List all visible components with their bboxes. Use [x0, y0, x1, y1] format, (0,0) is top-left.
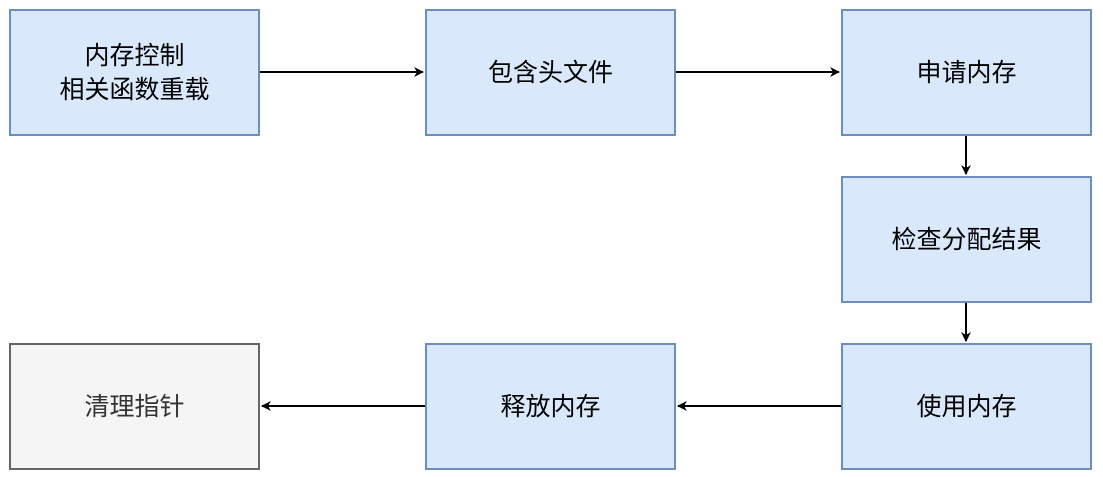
node-use-memory-label: 使用内存	[916, 391, 1017, 421]
node-check-allocation-label: 检查分配结果	[891, 224, 1042, 254]
node-free-memory: 释放内存	[425, 343, 676, 470]
node-use-memory: 使用内存	[841, 343, 1092, 470]
node-memory-control: 内存控制 相关函数重载	[9, 9, 260, 136]
node-check-allocation: 检查分配结果	[841, 176, 1092, 303]
node-allocate-memory-label: 申请内存	[916, 57, 1017, 87]
node-include-headers-label: 包含头文件	[487, 57, 613, 87]
node-clear-pointer: 清理指针	[9, 343, 260, 470]
node-include-headers: 包含头文件	[425, 9, 676, 136]
node-allocate-memory: 申请内存	[841, 9, 1092, 136]
node-clear-pointer-label: 清理指针	[84, 391, 185, 421]
node-free-memory-label: 释放内存	[500, 391, 601, 421]
node-memory-control-label: 内存控制 相关函数重载	[59, 40, 210, 104]
